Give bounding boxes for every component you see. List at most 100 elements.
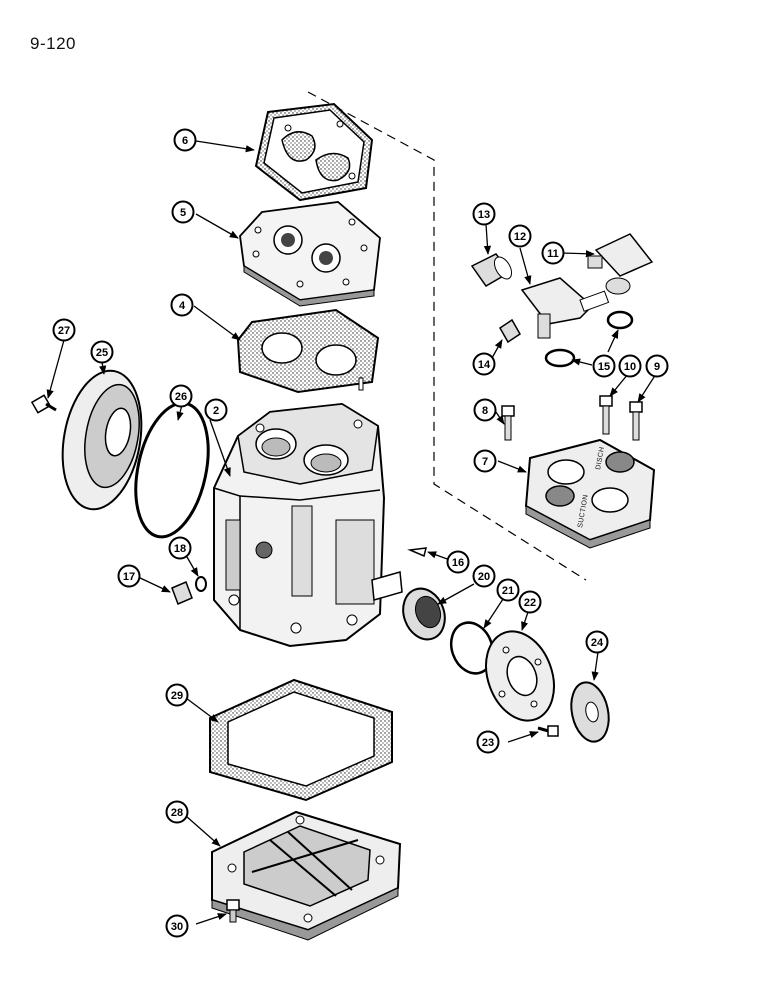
callout-circle bbox=[90, 340, 114, 364]
page-number: 9-120 bbox=[30, 34, 76, 53]
callout-label: 24 bbox=[591, 637, 604, 649]
callout-label: 15 bbox=[598, 361, 610, 373]
callout-label: 22 bbox=[524, 597, 536, 609]
callout-circle bbox=[165, 914, 189, 938]
callout-label: 6 bbox=[182, 135, 188, 147]
callout-27: 27 bbox=[52, 318, 76, 342]
cylinder-gasket-part-4 bbox=[236, 308, 380, 394]
bolt-part-10 bbox=[599, 395, 613, 435]
callout-label: 12 bbox=[514, 231, 526, 243]
screw-part-27 bbox=[30, 394, 57, 414]
callout-label: 30 bbox=[171, 921, 183, 933]
callout-8: 8 bbox=[473, 398, 497, 422]
callout-circle bbox=[169, 384, 193, 408]
callout-circle bbox=[585, 630, 609, 654]
callout-circle bbox=[473, 398, 497, 422]
callout-label: 9 bbox=[654, 361, 660, 373]
callout-label: 17 bbox=[123, 571, 135, 583]
callout-15: 15 bbox=[592, 354, 616, 378]
callout-5: 5 bbox=[171, 200, 195, 224]
callout-circle bbox=[472, 564, 496, 588]
callout-circle bbox=[173, 128, 197, 152]
valve-plate-part-5 bbox=[239, 201, 381, 307]
fitting-part-13 bbox=[470, 253, 513, 287]
callout-label: 23 bbox=[482, 737, 494, 749]
callout-14: 14 bbox=[472, 352, 496, 376]
callout-10: 10 bbox=[618, 354, 642, 378]
plug-part-17 bbox=[171, 581, 193, 605]
callout-label: 29 bbox=[171, 690, 183, 702]
callout-circle bbox=[117, 564, 141, 588]
callout-label: 13 bbox=[478, 209, 490, 221]
dowel-pin bbox=[358, 377, 364, 391]
callout-23: 23 bbox=[476, 730, 500, 754]
callout-label: 10 bbox=[624, 361, 636, 373]
head-gasket-part-6 bbox=[254, 102, 374, 202]
callout-circle bbox=[518, 590, 542, 614]
callout-2: 2 bbox=[204, 398, 228, 422]
callout-17: 17 bbox=[117, 564, 141, 588]
callout-13: 13 bbox=[472, 202, 496, 226]
callout-label: 2 bbox=[213, 405, 219, 417]
callout-circle bbox=[165, 683, 189, 707]
callout-label: 27 bbox=[58, 325, 70, 337]
callout-28: 28 bbox=[165, 800, 189, 824]
callout-label: 28 bbox=[171, 807, 183, 819]
callout-label: 11 bbox=[547, 248, 559, 260]
bolt-part-8 bbox=[501, 405, 515, 441]
callout-12: 12 bbox=[508, 224, 532, 248]
callout-circle bbox=[476, 730, 500, 754]
callout-circle bbox=[473, 449, 497, 473]
callout-circle bbox=[52, 318, 76, 342]
callout-29: 29 bbox=[165, 683, 189, 707]
callout-circle bbox=[496, 578, 520, 602]
discharge-port-label: DISCH bbox=[595, 446, 606, 470]
bolt-part-9 bbox=[629, 401, 643, 441]
callout-circle bbox=[472, 352, 496, 376]
callout-9: 9 bbox=[645, 354, 669, 378]
leader-lines bbox=[46, 140, 657, 925]
front-cover-part-25 bbox=[61, 369, 143, 511]
o-ring-part-18 bbox=[195, 576, 207, 592]
callout-circle bbox=[541, 241, 565, 265]
callout-label: 25 bbox=[96, 347, 108, 359]
callout-circle bbox=[170, 293, 194, 317]
rear-head-part-7: DISCH SUCTION bbox=[524, 438, 656, 549]
callout-label: 5 bbox=[180, 207, 186, 219]
callout-label: 20 bbox=[478, 571, 490, 583]
callout-circle bbox=[472, 202, 496, 226]
callout-label: 7 bbox=[482, 456, 488, 468]
callout-11: 11 bbox=[541, 241, 565, 265]
woodruff-key-part-16 bbox=[407, 547, 427, 558]
callout-20: 20 bbox=[472, 564, 496, 588]
seal-cover-part-22 bbox=[485, 630, 555, 722]
callout-4: 4 bbox=[170, 293, 194, 317]
callout-circle bbox=[165, 800, 189, 824]
callout-circle bbox=[618, 354, 642, 378]
callout-22: 22 bbox=[518, 590, 542, 614]
callout-label: 14 bbox=[478, 359, 491, 371]
callout-24: 24 bbox=[585, 630, 609, 654]
callout-label: 8 bbox=[482, 405, 488, 417]
callout-label: 16 bbox=[452, 557, 464, 569]
bottom-gasket-part-29 bbox=[209, 678, 393, 802]
callout-7: 7 bbox=[473, 449, 497, 473]
bottom-plate-part-28 bbox=[211, 810, 402, 941]
callout-26: 26 bbox=[169, 384, 193, 408]
callout-circle bbox=[168, 536, 192, 560]
screw-part-23 bbox=[537, 725, 559, 737]
service-valve-part-12 bbox=[520, 277, 610, 339]
callout-label: 4 bbox=[179, 300, 186, 312]
o-rings-part-15 bbox=[544, 310, 634, 368]
callout-circle bbox=[592, 354, 616, 378]
callout-label: 26 bbox=[175, 391, 187, 403]
callout-circle bbox=[645, 354, 669, 378]
callout-circle bbox=[171, 200, 195, 224]
callout-18: 18 bbox=[168, 536, 192, 560]
callout-circle bbox=[508, 224, 532, 248]
callout-21: 21 bbox=[496, 578, 520, 602]
callout-label: 18 bbox=[174, 543, 186, 555]
callout-circle bbox=[446, 550, 470, 574]
o-ring-part-21 bbox=[449, 621, 495, 675]
